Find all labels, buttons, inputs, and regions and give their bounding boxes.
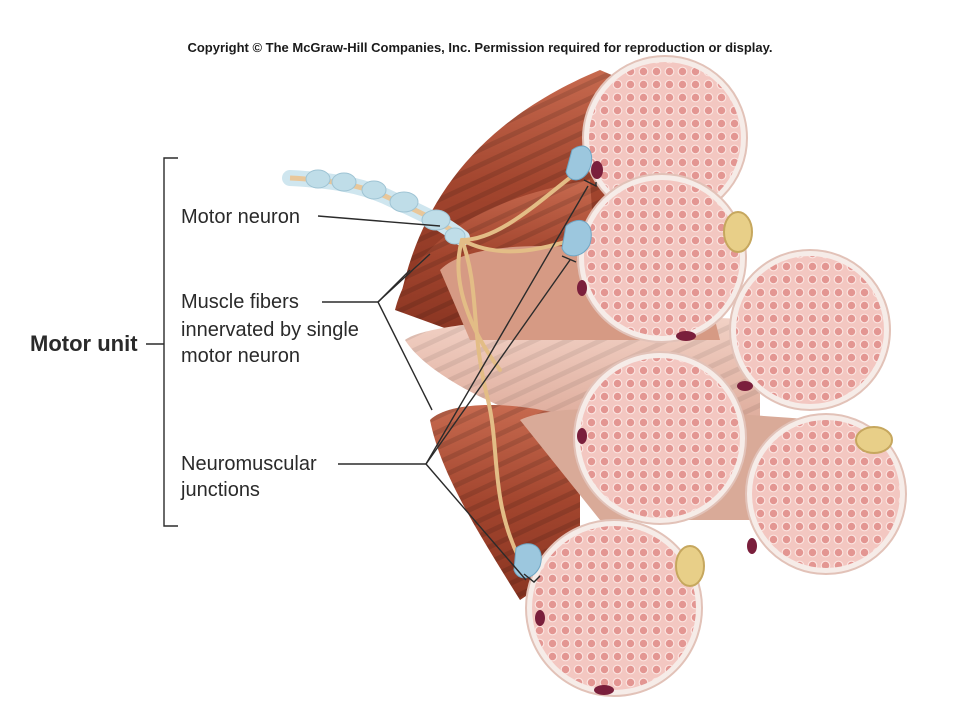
copyright-notice: Copyright © The McGraw-Hill Companies, I… <box>187 40 773 55</box>
fiber-end-top <box>582 55 748 221</box>
neuromuscular-junction-terminals <box>513 145 593 579</box>
nmj-label-line1: Neuromuscular <box>181 453 317 475</box>
nmj-bracket-bottom <box>523 573 541 583</box>
muscle-fibers-label-line2: innervated by single <box>181 319 359 341</box>
fiber-cross-sections <box>525 55 907 697</box>
fiber-leader-3 <box>377 301 433 411</box>
nmj-leader-2 <box>425 259 571 465</box>
muscle-fibers-label-line1: Muscle fibers <box>181 291 299 313</box>
nmj-bracket-top <box>583 179 597 188</box>
fiber-end-upper-middle <box>577 173 747 343</box>
muscle-fibers-label-line3: motor neuron <box>181 345 300 367</box>
motor-neuron-axon <box>282 169 470 246</box>
nmj-label-line2: junctions <box>181 479 260 501</box>
motor-unit-bracket <box>163 157 178 527</box>
motor-neuron-leader <box>317 215 441 227</box>
nmj-leader-3 <box>425 463 527 581</box>
motor-unit-label: Motor unit <box>30 331 138 356</box>
leader-lines <box>146 157 597 583</box>
fiber-end-bottom <box>525 519 703 697</box>
fiber-leader-2 <box>377 269 411 303</box>
fiber-nuclei <box>535 161 757 695</box>
fiber-end-right-lower <box>745 413 907 575</box>
nmj-bracket-mid <box>561 255 577 263</box>
axon-branches <box>456 168 582 562</box>
satellite-cells <box>675 211 893 587</box>
fiber-end-right-upper <box>729 249 891 411</box>
fiber-end-middle <box>573 351 747 525</box>
motor-neuron-label: Motor neuron <box>181 206 300 228</box>
